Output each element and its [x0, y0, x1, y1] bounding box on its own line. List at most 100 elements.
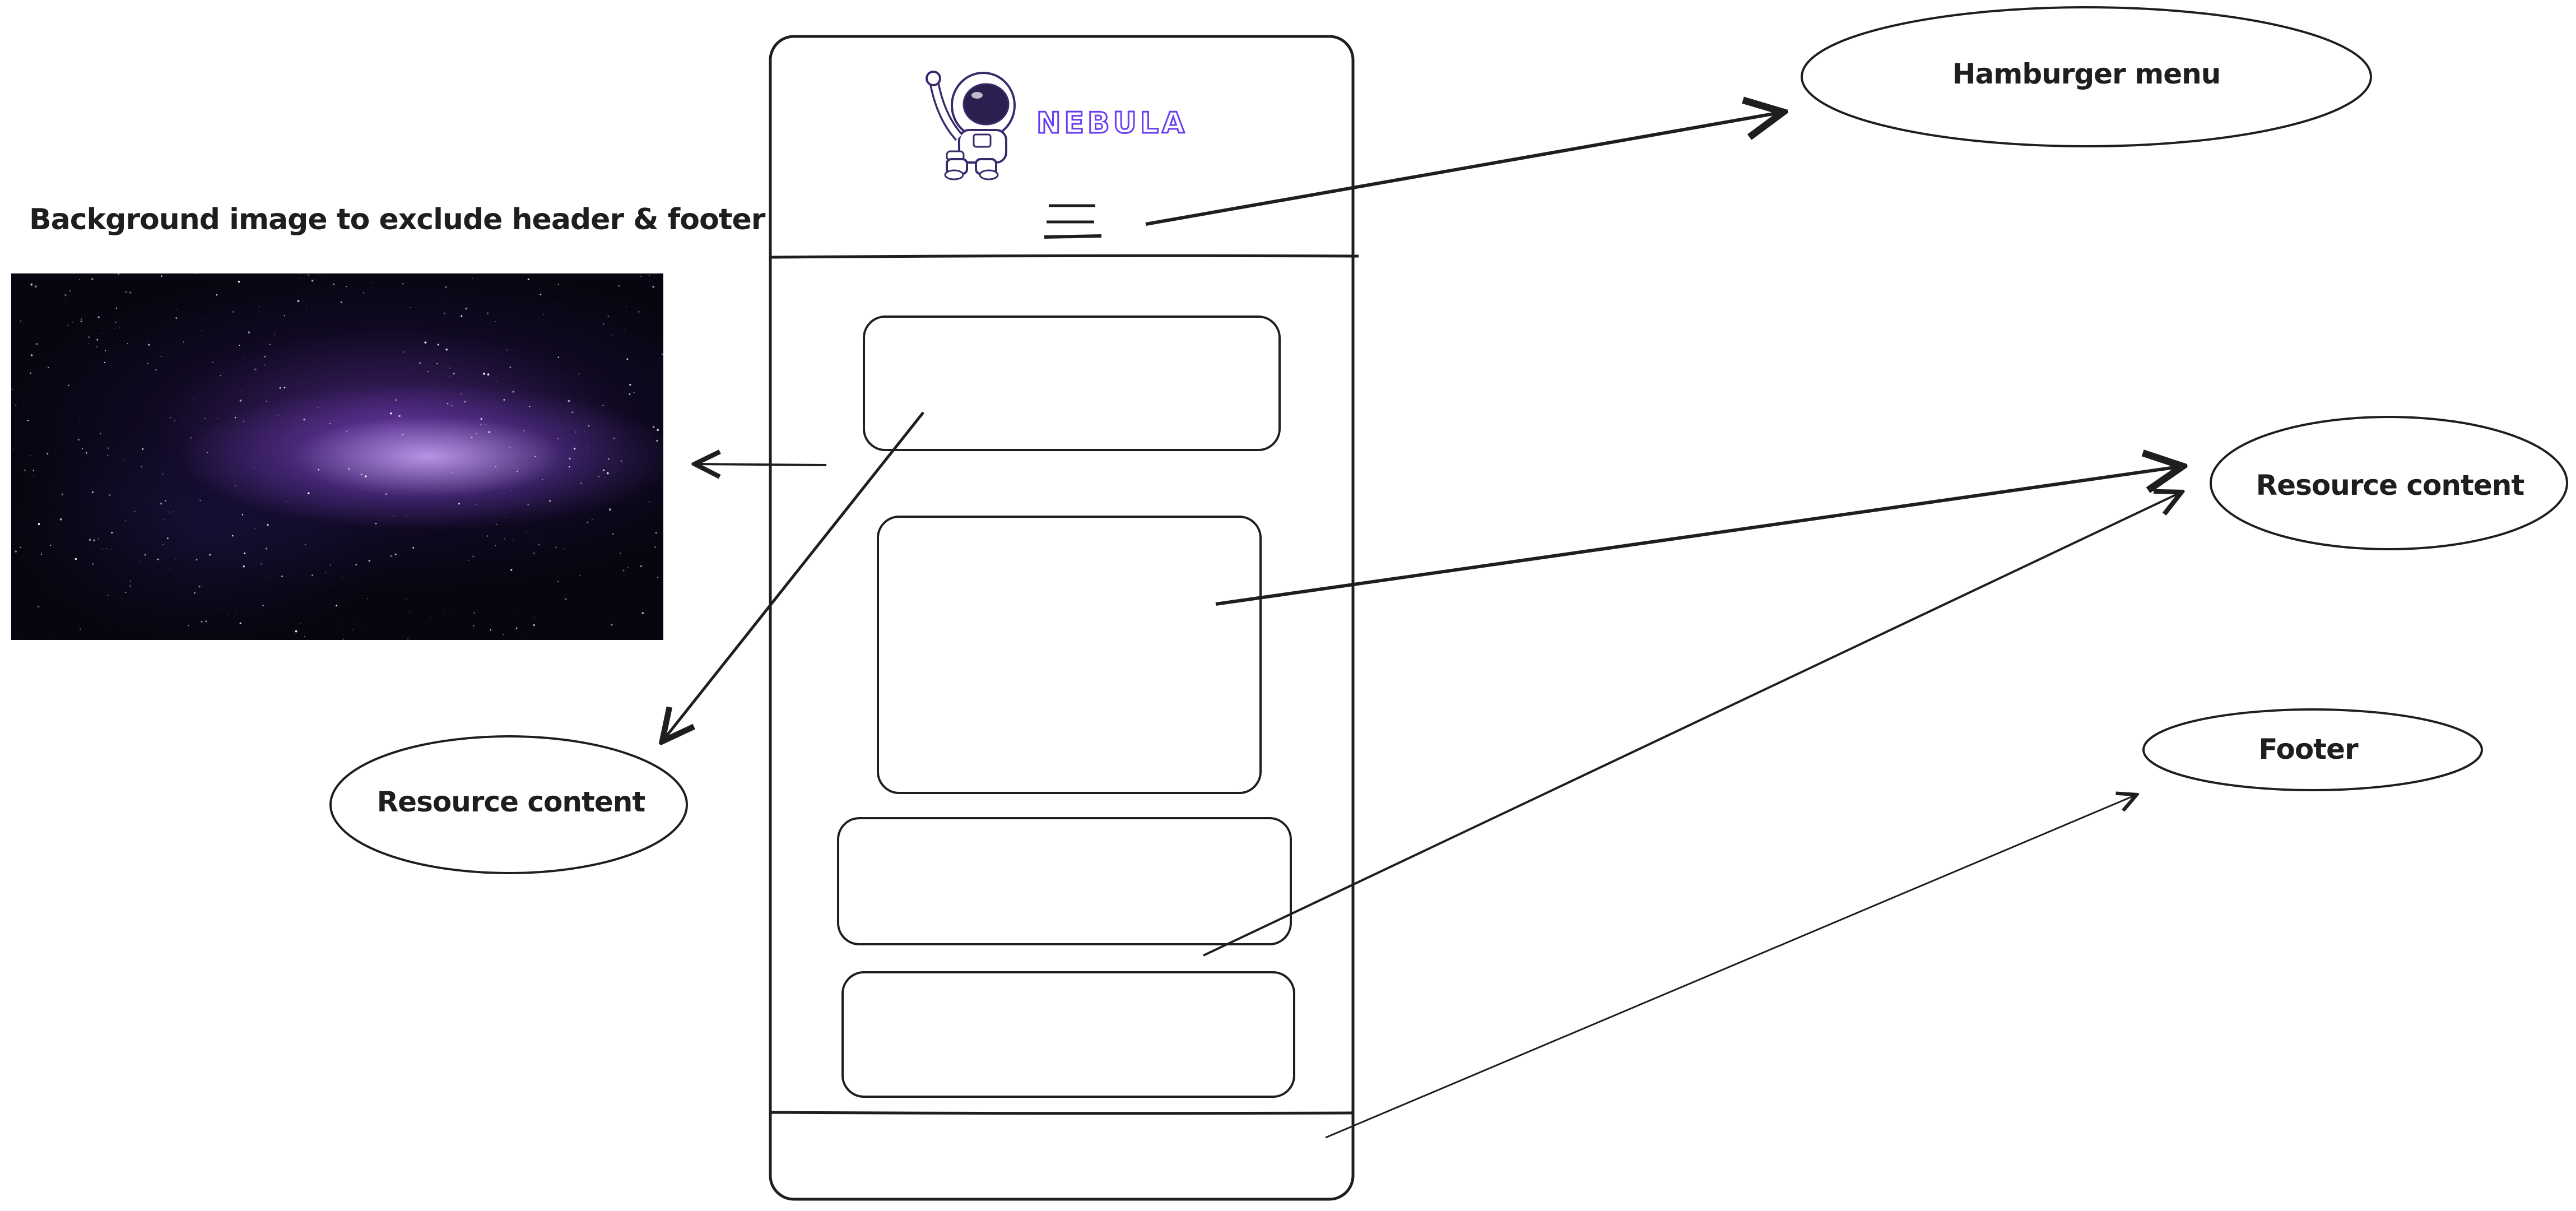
star — [333, 292, 334, 293]
star — [608, 508, 611, 511]
footer-bubble — [2142, 708, 2483, 791]
header-divider — [770, 254, 1359, 259]
star — [64, 294, 67, 296]
star — [557, 303, 558, 304]
star — [174, 420, 175, 422]
star — [385, 493, 388, 495]
star — [506, 349, 508, 351]
star — [96, 346, 98, 347]
star — [437, 344, 439, 346]
star — [555, 546, 557, 549]
star — [38, 523, 40, 526]
star — [412, 547, 415, 549]
star — [488, 431, 490, 433]
star — [107, 447, 109, 449]
star — [238, 280, 240, 283]
star — [517, 471, 518, 472]
star — [480, 424, 482, 425]
star — [564, 547, 565, 550]
star — [183, 341, 184, 343]
resource-card-2[interactable] — [877, 516, 1262, 794]
star — [629, 383, 631, 386]
star — [487, 373, 490, 375]
star — [88, 342, 89, 344]
star — [395, 399, 397, 401]
star — [611, 532, 614, 535]
hamburger-icon[interactable] — [1044, 204, 1102, 239]
star — [91, 563, 94, 565]
star — [110, 549, 111, 550]
astronaut-icon — [926, 71, 1016, 180]
star — [160, 502, 162, 505]
star — [517, 610, 518, 611]
star — [447, 403, 449, 405]
star — [523, 430, 525, 431]
star — [453, 373, 455, 375]
star — [517, 468, 518, 470]
star — [496, 381, 497, 383]
star — [424, 341, 427, 344]
star — [12, 448, 14, 450]
star — [239, 345, 240, 346]
star — [343, 635, 344, 636]
star — [80, 321, 82, 323]
star — [317, 406, 319, 408]
star — [633, 392, 635, 393]
star — [91, 278, 94, 280]
star — [30, 372, 31, 374]
star — [654, 546, 657, 548]
star — [220, 375, 221, 377]
star — [61, 493, 63, 496]
star — [526, 532, 527, 533]
star — [264, 364, 265, 366]
star — [161, 275, 162, 277]
star — [402, 351, 404, 353]
hamburger-menu-label: Hamburger menu — [1952, 58, 2221, 90]
star — [20, 321, 21, 322]
star — [269, 344, 271, 345]
star — [568, 466, 570, 468]
star — [20, 546, 21, 548]
star — [41, 551, 43, 553]
star — [419, 362, 421, 364]
star — [41, 554, 43, 555]
background-image-note: Background image to exclude header & foo… — [29, 203, 765, 236]
star — [336, 605, 337, 607]
star — [329, 423, 331, 425]
star — [15, 405, 17, 406]
star — [196, 273, 197, 275]
star — [212, 361, 213, 363]
star — [96, 338, 99, 341]
star — [655, 532, 657, 533]
star — [59, 518, 62, 521]
star — [304, 635, 305, 637]
star — [480, 417, 482, 420]
star — [346, 286, 347, 287]
star — [178, 500, 179, 501]
arrow-card3-to-right-bubble — [1203, 492, 2182, 957]
star — [254, 368, 257, 371]
star — [114, 328, 116, 329]
resource-card-1[interactable] — [863, 315, 1281, 451]
star — [241, 514, 244, 516]
star — [243, 420, 245, 423]
star — [88, 336, 90, 338]
star — [114, 321, 117, 324]
resource-card-3[interactable] — [837, 817, 1292, 945]
star — [97, 538, 100, 540]
star — [471, 437, 473, 439]
resource-card-4[interactable] — [841, 971, 1295, 1098]
star — [32, 476, 34, 477]
star — [472, 278, 473, 279]
star — [394, 553, 397, 555]
star — [202, 318, 203, 319]
star — [79, 628, 81, 630]
star — [569, 457, 571, 460]
star — [401, 312, 402, 313]
star — [561, 375, 562, 376]
star — [402, 434, 403, 435]
star — [575, 431, 576, 433]
star — [264, 356, 266, 358]
star — [445, 286, 447, 288]
star — [77, 439, 80, 441]
